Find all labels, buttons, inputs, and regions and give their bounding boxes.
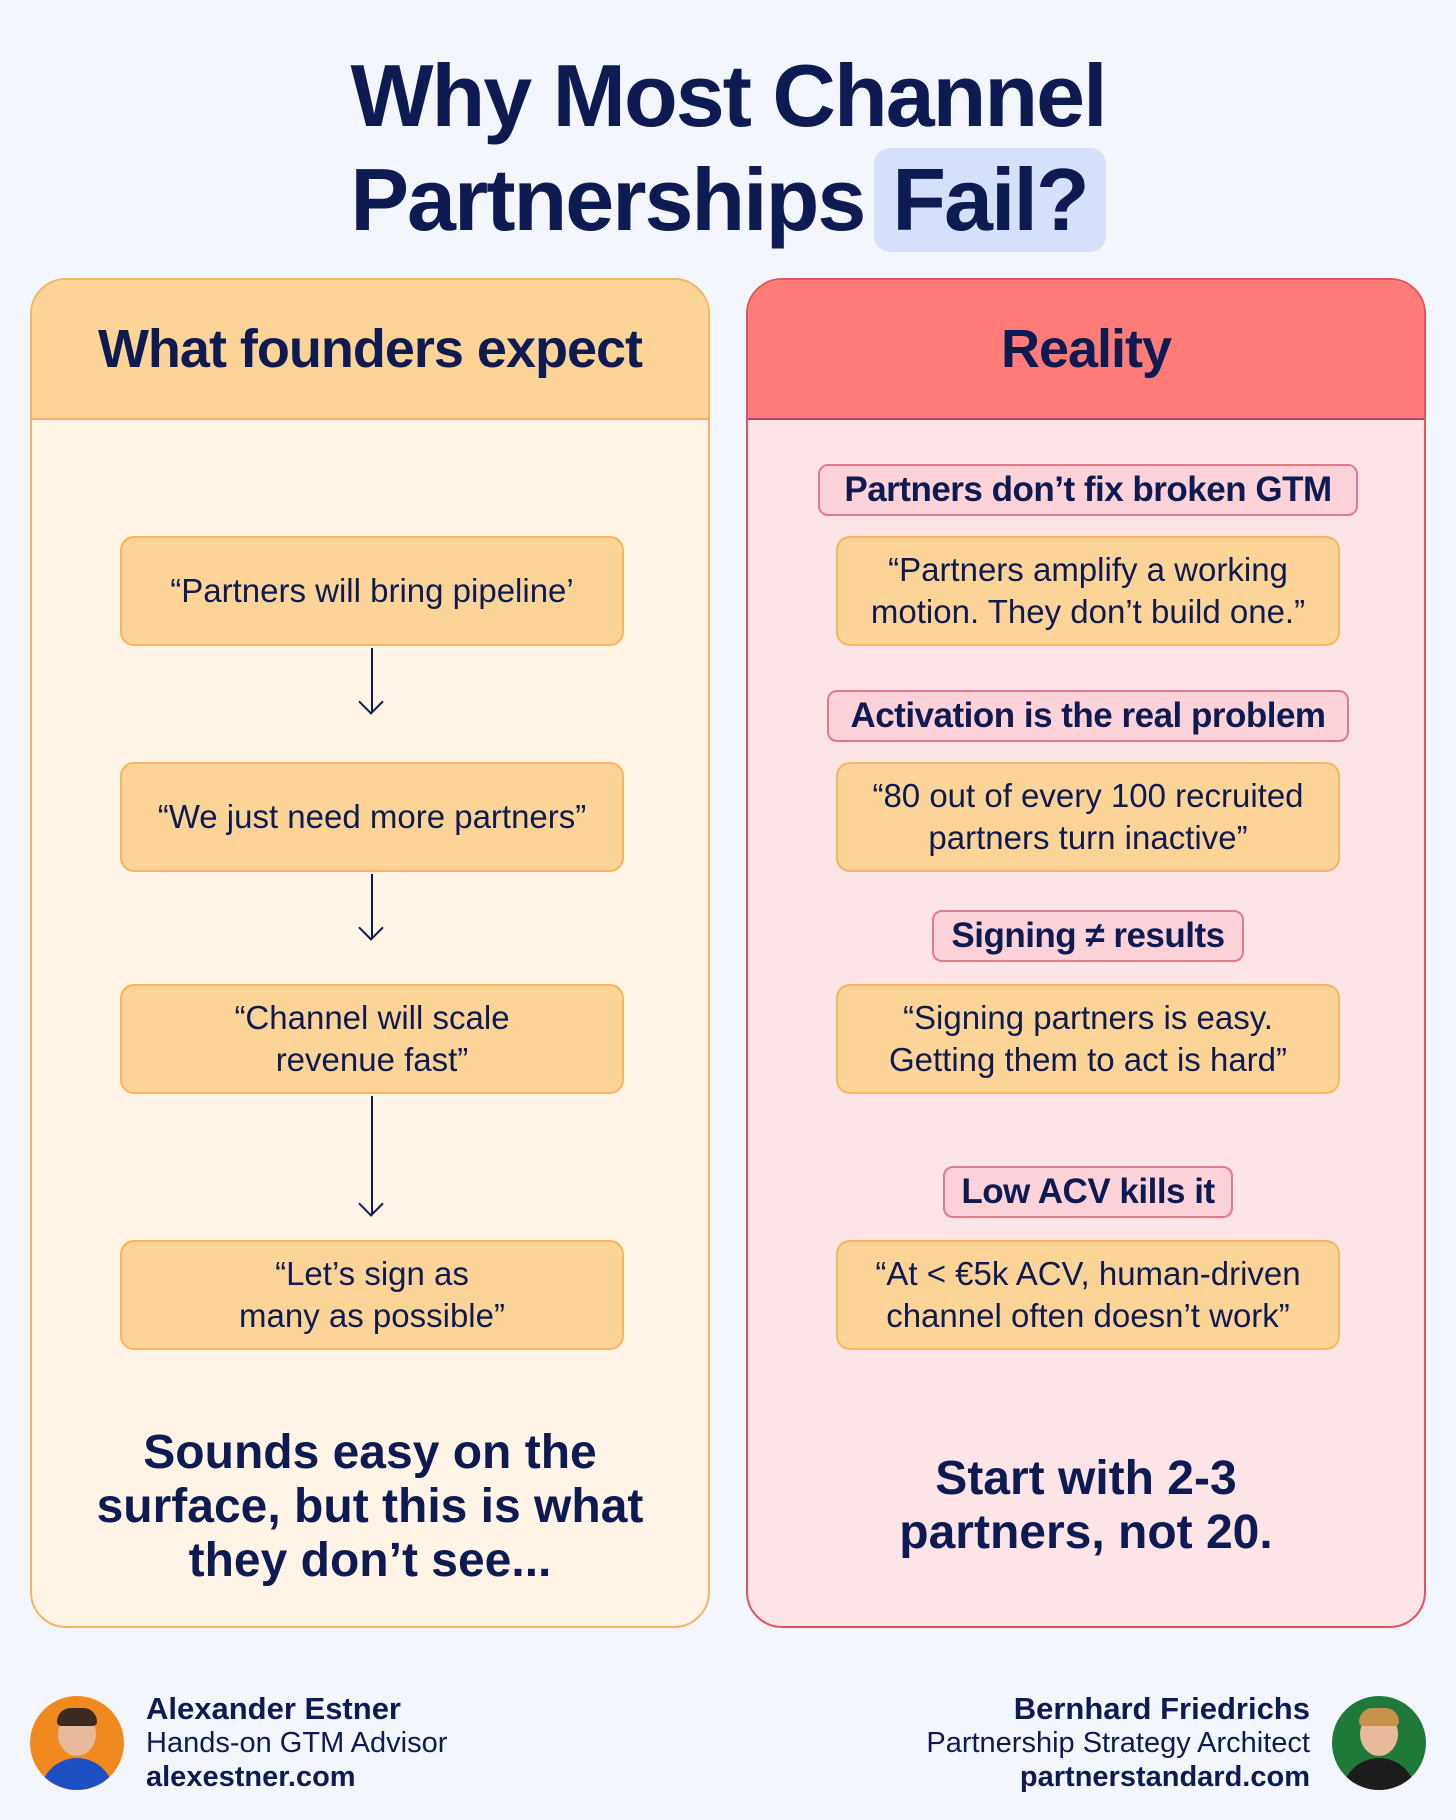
author-alexander: Alexander Estner Hands-on GTM Advisor al… <box>30 1692 447 1794</box>
down-arrow-icon <box>371 648 373 712</box>
title-line-2-text: Partnerships <box>350 150 866 249</box>
author-bernhard: Bernhard Friedrichs Partnership Strategy… <box>926 1692 1426 1794</box>
expectation-step-1: “Partners will bring pipeline’ <box>120 536 624 646</box>
reality-tag-3: Signing ≠ results <box>932 910 1244 962</box>
reality-quote-1: “Partners amplify a working motion. They… <box>836 536 1340 646</box>
reality-tag-2: Activation is the real problem <box>827 690 1349 742</box>
reality-panel: Reality Partners don’t fix broken GTM “P… <box>746 278 1426 1628</box>
avatar <box>1332 1696 1426 1790</box>
reality-quote-2: “80 out of every 100 recruited partners … <box>836 762 1340 872</box>
reality-quote-3: “Signing partners is easy. Getting them … <box>836 984 1340 1094</box>
avatar <box>30 1696 124 1790</box>
reality-tag-4: Low ACV kills it <box>943 1166 1233 1218</box>
title-highlight: Fail? <box>874 148 1106 252</box>
reality-closing: Start with 2-3 partners, not 20. <box>899 1452 1273 1559</box>
author-name: Alexander Estner <box>146 1691 401 1726</box>
expectations-heading: What founders expect <box>32 280 708 420</box>
down-arrow-icon <box>371 1096 373 1214</box>
expectation-step-4: “Let’s sign as many as possible” <box>120 1240 624 1350</box>
reality-quote-4: “At < €5k ACV, human-driven channel ofte… <box>836 1240 1340 1350</box>
expectations-panel: What founders expect “Partners will brin… <box>30 278 710 1628</box>
author-role: Hands-on GTM Advisor <box>146 1727 448 1759</box>
reality-heading: Reality <box>748 280 1424 420</box>
down-arrow-icon <box>371 874 373 938</box>
author-website-link[interactable]: partnerstandard.com <box>1019 1761 1310 1793</box>
expectation-step-3: “Channel will scale revenue fast” <box>120 984 624 1094</box>
expectation-step-2: “We just need more partners” <box>120 762 624 872</box>
title-line-1: Why Most Channel <box>350 46 1107 145</box>
author-role: Partnership Strategy Architect <box>926 1727 1310 1759</box>
reality-tag-1: Partners don’t fix broken GTM <box>818 464 1358 516</box>
author-name: Bernhard Friedrichs <box>1013 1691 1310 1726</box>
expectations-closing: Sounds easy on the surface, but this is … <box>96 1426 644 1587</box>
author-website-link[interactable]: alexestner.com <box>146 1761 356 1793</box>
